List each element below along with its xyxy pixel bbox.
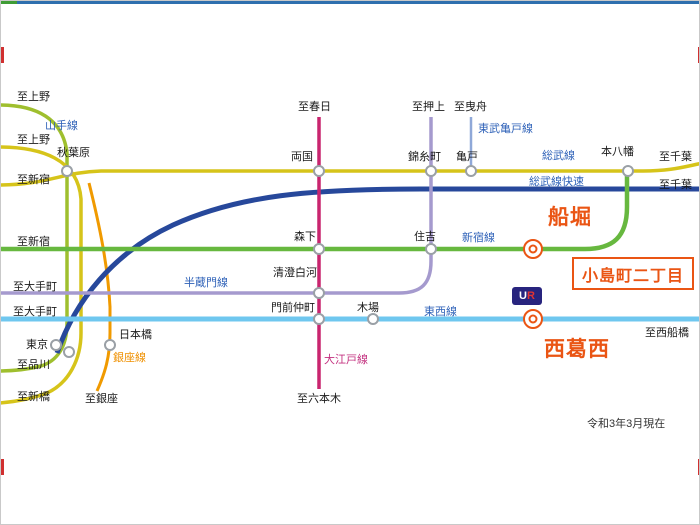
station-label-ryogoku: 両国 — [291, 151, 313, 163]
station-marker-tokyo-b — [63, 346, 75, 358]
station-label-kinshicho: 錦糸町 — [408, 151, 441, 163]
border-left-red-mark-top — [1, 47, 4, 63]
line-label-tozai: 東西線 — [424, 306, 457, 318]
station-marker-kiba — [367, 313, 379, 325]
line-label-sobu: 総武線 — [542, 150, 575, 162]
direction-label-nishi-funabashi: 至西船橋 — [645, 327, 689, 339]
station-marker-monzen-nakacho — [313, 313, 325, 325]
direction-label-oshiage: 至押上 — [412, 101, 445, 113]
direction-label-hikifune: 至曳舟 — [454, 101, 487, 113]
station-marker-morishita — [313, 243, 325, 255]
line-ginza — [87, 182, 112, 392]
direction-label-ueno-2: 至上野 — [17, 134, 50, 146]
border-top-green-accent — [1, 1, 17, 4]
direction-label-shinjuku-1: 至新宿 — [17, 174, 50, 186]
direction-label-chiba-2: 至千葉 — [659, 179, 692, 191]
direction-label-shinjuku-2: 至新宿 — [17, 236, 50, 248]
line-label-hanzomon: 半蔵門線 — [184, 277, 228, 289]
line-label-ginza: 銀座線 — [113, 352, 146, 364]
highlight-label-nishikasai: 西葛西 — [544, 338, 610, 361]
direction-label-roppongi: 至六本木 — [297, 393, 341, 405]
line-label-yamanote: 山手線 — [45, 120, 78, 132]
station-marker-sumiyoshi — [425, 243, 437, 255]
line-label-sobu-rapid: 総武線快速 — [529, 176, 584, 188]
line-yamanote-outer — [1, 103, 69, 373]
station-label-nihombashi: 日本橋 — [119, 329, 152, 341]
direction-label-shinagawa: 至品川 — [17, 359, 50, 371]
station-label-kameido: 亀戸 — [456, 151, 478, 163]
border-top-blue-line — [17, 1, 699, 4]
direction-label-ueno-1: 至上野 — [17, 91, 50, 103]
line-label-shinjuku: 新宿線 — [462, 232, 495, 244]
border-right-red-mark-top — [698, 47, 699, 63]
direction-label-shimbashi: 至新橋 — [17, 391, 50, 403]
highlight-label-funabori: 船堀 — [548, 206, 592, 229]
station-marker-nihombashi — [104, 339, 116, 351]
station-marker-motoyawata — [622, 165, 634, 177]
kojimacho-signboard: 小島町二丁目 — [572, 257, 694, 290]
line-sobu — [1, 162, 699, 187]
line-shinjuku — [1, 175, 630, 252]
station-label-monzen-nakacho: 門前仲町 — [271, 302, 315, 314]
ur-logo-letter-u: U — [519, 289, 527, 302]
line-sobu-rapid — [54, 186, 699, 354]
station-marker-akihabara — [61, 165, 73, 177]
station-label-sumiyoshi: 住吉 — [414, 231, 436, 243]
highlight-marker-funabori — [523, 239, 543, 259]
direction-label-ginza: 至銀座 — [85, 393, 118, 405]
station-marker-ryogoku — [313, 165, 325, 177]
highlight-marker-nishikasai — [523, 309, 543, 329]
station-label-motoyawata: 本八幡 — [601, 146, 634, 158]
station-marker-kinshicho — [425, 165, 437, 177]
as-of-date: 令和3年3月現在 — [587, 418, 666, 430]
line-hanzomon — [1, 117, 433, 295]
station-label-tokyo: 東京 — [26, 339, 48, 351]
station-label-kiba: 木場 — [357, 302, 379, 314]
line-label-tobu-kameido: 東武亀戸線 — [478, 123, 533, 135]
station-marker-kameido — [465, 165, 477, 177]
station-label-akihabara: 秋葉原 — [57, 147, 90, 159]
station-label-kiyosumi-shirakawa: 清澄白河 — [273, 267, 317, 279]
direction-label-otemachi-1: 至大手町 — [13, 281, 57, 293]
station-marker-kiyosumi-shirakawa — [313, 287, 325, 299]
direction-label-kasuga: 至春日 — [298, 101, 331, 113]
station-label-morishita: 森下 — [294, 231, 316, 243]
line-yamanote-inner — [1, 145, 83, 405]
direction-label-otemachi-2: 至大手町 — [13, 306, 57, 318]
border-right-red-mark-bottom — [698, 459, 699, 475]
line-label-oedo: 大江戸線 — [324, 354, 368, 366]
ur-logo-letter-r: R — [527, 289, 535, 302]
border-left-red-mark-bottom — [1, 459, 4, 475]
station-marker-tokyo-a — [50, 339, 62, 351]
direction-label-chiba-1: 至千葉 — [659, 151, 692, 163]
